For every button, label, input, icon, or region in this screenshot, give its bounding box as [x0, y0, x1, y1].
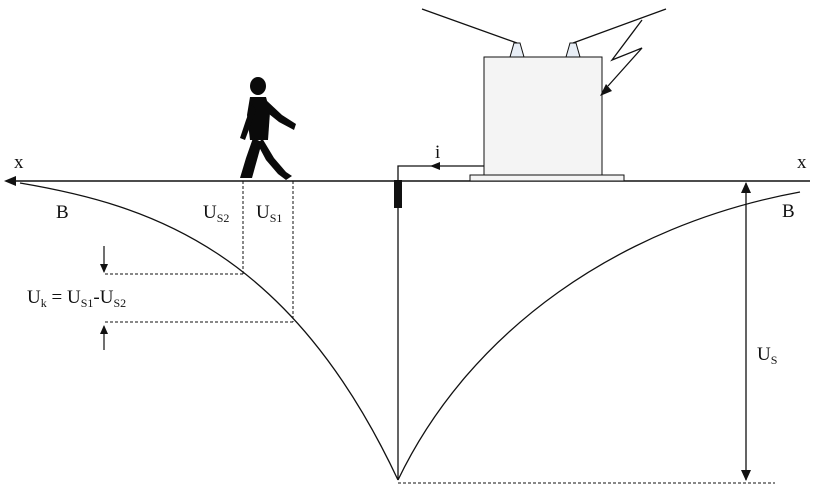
uk-arrow-up-head	[100, 325, 108, 334]
current-path	[397, 165, 484, 181]
potential-curve-left	[19, 182, 399, 481]
uk-formula-label: Uk = US1-US2	[27, 287, 126, 310]
point-label-right: B	[782, 201, 795, 222]
us-arrow-top	[741, 182, 751, 193]
ground-electrode-icon	[394, 180, 402, 208]
axis-label-left: x	[14, 152, 24, 173]
us1-label: US1	[256, 202, 282, 225]
axis-label-right: x	[797, 152, 807, 173]
current-label: i	[435, 142, 440, 163]
us2-label: US2	[203, 202, 229, 225]
walking-person-icon	[240, 77, 296, 180]
us-label: US	[757, 344, 777, 367]
us-arrow-bottom	[741, 470, 751, 481]
uk-arrow-down-head	[100, 264, 108, 273]
point-label-left: B	[56, 202, 69, 223]
lightning-bolt-icon	[600, 19, 643, 96]
potential-curve-right	[397, 191, 801, 481]
transformer-icon	[421, 8, 667, 182]
current-arrow	[430, 162, 440, 170]
axis-arrow-left	[4, 176, 16, 186]
